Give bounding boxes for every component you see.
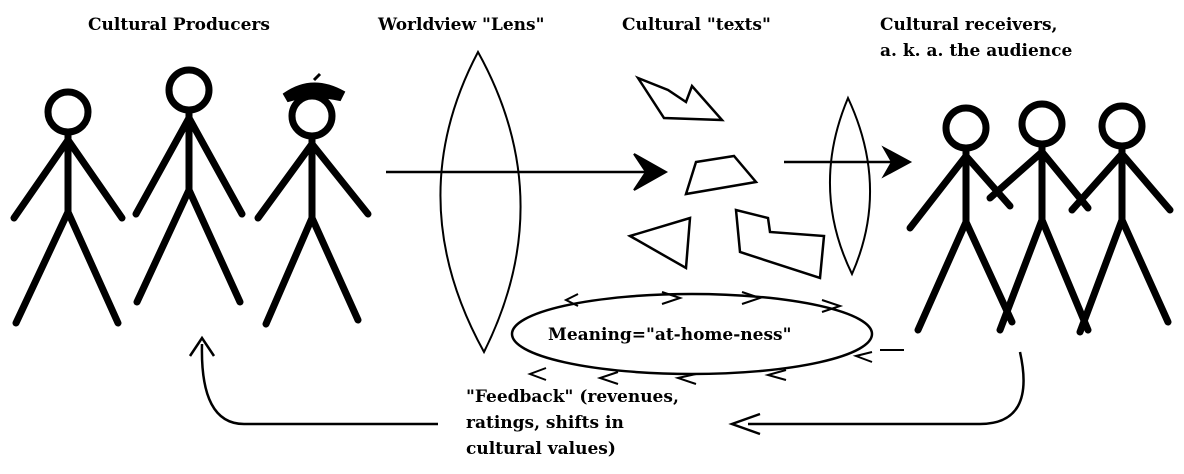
- beret-stem: [314, 74, 320, 80]
- text-shard-1: [638, 78, 722, 120]
- label-meaning: Meaning="at-home-ness": [548, 322, 791, 348]
- label-cultural-producers: Cultural Producers: [88, 12, 270, 38]
- worldview-lens-shape: [440, 52, 520, 352]
- label-feedback-line2: ratings, shifts in: [466, 410, 624, 436]
- receiver-figure-3: [1072, 106, 1170, 332]
- receiver-figure-1: [910, 108, 1012, 330]
- small-lens-shape: [830, 98, 870, 274]
- producer-figure-3-beret: [258, 96, 368, 324]
- label-receivers-line2: a. k. a. the audience: [880, 38, 1072, 64]
- text-shard-2: [686, 156, 756, 194]
- label-cultural-texts: Cultural "texts": [622, 12, 771, 38]
- label-receivers-line1: Cultural receivers,: [880, 12, 1057, 38]
- label-feedback-line1: "Feedback" (revenues,: [466, 384, 679, 410]
- feedback-arrow-to-producers: [202, 344, 438, 424]
- meaning-cycle-return-arrows: [530, 352, 872, 384]
- receiver-figure-2: [990, 104, 1088, 330]
- producer-figure-1: [14, 92, 122, 323]
- text-shard-3: [630, 218, 690, 268]
- text-shard-4: [736, 210, 824, 278]
- producer-figure-2: [136, 70, 242, 302]
- feedback-arrow-from-receivers: [748, 352, 1024, 424]
- label-worldview-lens: Worldview "Lens": [378, 12, 544, 38]
- label-feedback-line3: cultural values): [466, 436, 616, 462]
